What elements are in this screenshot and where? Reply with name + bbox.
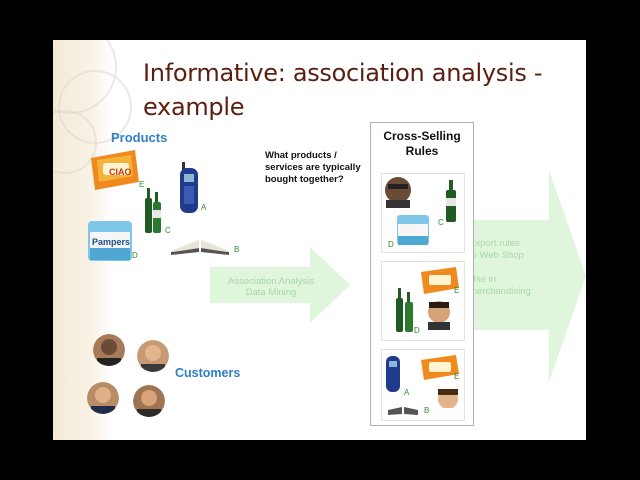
customer-face-icon bbox=[93, 334, 125, 366]
rules-title: Cross-Selling Rules bbox=[371, 129, 473, 159]
item-letter-d: D bbox=[132, 251, 138, 260]
rule1-letter-c: C bbox=[438, 218, 444, 227]
analysis-arrow-line-1: Association Analysis bbox=[227, 276, 315, 287]
rule3-letter-b: B bbox=[424, 406, 430, 415]
item-letter-b: B bbox=[234, 245, 240, 254]
customers-label: Customers bbox=[175, 366, 241, 380]
beer-bottles-icon bbox=[396, 288, 413, 332]
rule-card-3: A E B bbox=[381, 349, 465, 421]
slide-title: Informative: association analysis - exam… bbox=[143, 56, 573, 124]
rule3-letter-a: A bbox=[404, 388, 410, 397]
title-line-1: Informative: association analysis - bbox=[143, 59, 543, 87]
rule-card-1: C D bbox=[381, 173, 465, 253]
output-arrow bbox=[461, 170, 586, 382]
book-icon bbox=[171, 240, 229, 255]
mobile-phone-icon bbox=[180, 162, 198, 213]
output-line-2: to Web Shop bbox=[469, 250, 524, 261]
rules-title-line-2: Rules bbox=[405, 144, 439, 158]
products-label: Products bbox=[111, 130, 168, 145]
cross-selling-rules-box: Cross-Selling Rules C D bbox=[370, 122, 474, 426]
beer-bottle-icon bbox=[446, 180, 456, 222]
slide: Informative: association analysis - exam… bbox=[53, 40, 586, 440]
question-text: What products / services are typically b… bbox=[265, 150, 361, 185]
output-line-1: Export rules bbox=[469, 238, 520, 249]
output-line-4: merchandising bbox=[469, 286, 531, 297]
customer-face-icon bbox=[438, 389, 458, 416]
output-line-3: Use in bbox=[469, 274, 496, 285]
output-arrow-text: Export rules to Web Shop Use in merchand… bbox=[469, 238, 559, 298]
item-letter-c: C bbox=[165, 226, 171, 235]
mobile-phone-icon bbox=[386, 356, 400, 392]
customer-face-icon bbox=[428, 301, 450, 330]
rule2-letter-d: D bbox=[414, 326, 420, 335]
snack-pack-icon bbox=[421, 267, 459, 294]
customer-face-icon bbox=[137, 340, 169, 372]
analysis-arrow bbox=[210, 247, 350, 323]
diaper-pack-icon bbox=[88, 221, 132, 261]
snack-pack-label: CIAO bbox=[109, 167, 132, 177]
snack-pack-icon bbox=[421, 355, 459, 380]
customer-face-icon bbox=[87, 382, 119, 414]
book-icon bbox=[388, 407, 418, 415]
item-letter-a: A bbox=[201, 203, 207, 212]
item-letter-e: E bbox=[139, 180, 145, 189]
rules-title-line-1: Cross-Selling bbox=[383, 129, 461, 143]
rule3-letter-e: E bbox=[454, 372, 460, 381]
analysis-arrow-line-2: Data Mining bbox=[245, 287, 297, 298]
title-line-2: example bbox=[143, 93, 245, 121]
beer-bottles-icon bbox=[145, 188, 161, 233]
customer-face-icon bbox=[385, 177, 411, 208]
snack-pack-icon bbox=[91, 150, 139, 190]
customer-face-icon bbox=[133, 385, 165, 417]
diaper-pack-icon bbox=[397, 215, 429, 245]
rule1-letter-d: D bbox=[388, 240, 394, 249]
diaper-pack-label: Pampers bbox=[92, 237, 131, 247]
rule2-letter-e: E bbox=[454, 286, 460, 295]
rule-card-2: E D bbox=[381, 261, 465, 341]
analysis-arrow-text: Association Analysis Data Mining bbox=[216, 276, 326, 298]
